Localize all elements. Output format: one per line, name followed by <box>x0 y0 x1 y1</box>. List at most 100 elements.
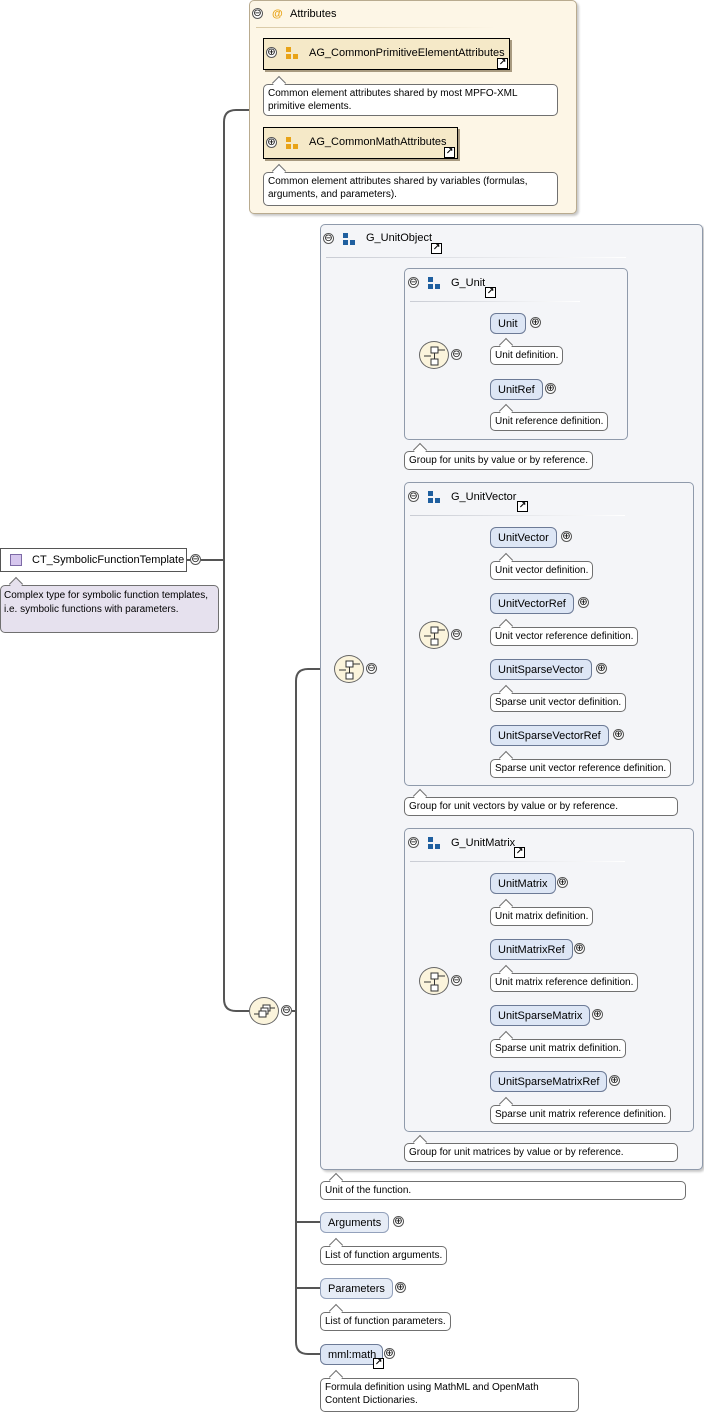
expand-attribute-group-button[interactable]: ⊕ <box>266 47 277 58</box>
element-documentation: Unit reference definition. <box>490 412 609 431</box>
group-separator <box>410 515 625 516</box>
expand-element-button[interactable]: ⊕ <box>613 729 624 740</box>
element-unit[interactable]: Unit <box>490 313 526 334</box>
group-documentation: Group for unit matrices by value or by r… <box>404 1143 678 1162</box>
expand-element-button[interactable]: ⊕ <box>530 317 541 328</box>
expand-element-button[interactable]: ⊕ <box>561 531 572 542</box>
expand-element-button[interactable]: ⊕ <box>545 383 556 394</box>
element-unit-ref[interactable]: UnitRef <box>490 379 543 400</box>
collapse-choice-button[interactable]: ⊖ <box>451 975 462 986</box>
collapse-choice-button[interactable]: ⊖ <box>451 349 462 360</box>
element-unit-sparse-matrix-ref[interactable]: UnitSparseMatrixRef <box>490 1071 608 1092</box>
root-type-name: CT_SymbolicFunctionTemplate <box>32 554 185 566</box>
link-icon[interactable]: ↗ <box>431 243 442 254</box>
element-documentation: Unit definition. <box>490 346 564 365</box>
group-separator <box>410 861 625 862</box>
expand-element-button[interactable]: ⊕ <box>574 943 585 954</box>
group-icon <box>428 277 440 289</box>
choice-icon <box>424 346 445 366</box>
attribute-group-name: AG_CommonPrimitiveElementAttributes <box>309 47 505 59</box>
attribute-group-common-primitive[interactable] <box>263 38 510 70</box>
group-name: G_UnitMatrix <box>451 837 516 849</box>
element-name: mml:math <box>328 1348 377 1361</box>
collapse-root-button[interactable]: ⊖ <box>190 554 201 565</box>
collapse-group-button[interactable]: ⊖ <box>408 277 419 288</box>
element-documentation: Unit matrix definition. <box>490 907 594 926</box>
expand-element-button[interactable]: ⊕ <box>393 1216 404 1227</box>
group-documentation: Group for unit vectors by value or by re… <box>404 797 678 816</box>
element-unit-sparse-vector-ref[interactable]: UnitSparseVectorRef <box>490 725 609 746</box>
collapse-group-button[interactable]: ⊖ <box>408 491 419 502</box>
element-unit-sparse-matrix[interactable]: UnitSparseMatrix <box>490 1005 591 1026</box>
collapse-group-button[interactable]: ⊖ <box>323 233 334 244</box>
expand-element-button[interactable]: ⊕ <box>384 1348 395 1359</box>
collapse-attributes-button[interactable]: ⊖ <box>252 8 263 19</box>
group-name: G_UnitVector <box>451 491 517 503</box>
group-documentation: Group for units by value or by reference… <box>404 451 593 470</box>
group-separator <box>410 301 580 302</box>
attribute-group-common-math[interactable] <box>263 127 458 159</box>
expand-element-button[interactable]: ⊕ <box>609 1075 620 1086</box>
expand-element-button[interactable]: ⊕ <box>578 597 589 608</box>
complex-type-icon <box>10 554 22 566</box>
group-name: G_Unit <box>451 277 486 289</box>
choice-compositor[interactable] <box>419 621 449 649</box>
element-unit-matrix[interactable]: UnitMatrix <box>490 873 556 894</box>
link-icon[interactable]: ↗ <box>444 147 455 158</box>
attributes-separator <box>256 27 496 28</box>
expand-element-button[interactable]: ⊕ <box>592 1009 603 1020</box>
collapse-group-button[interactable]: ⊖ <box>408 837 419 848</box>
link-icon[interactable]: ↗ <box>485 287 496 298</box>
collapse-choice-button[interactable]: ⊖ <box>366 663 377 674</box>
attribute-group-icon <box>286 137 298 149</box>
group-name: G_UnitObject <box>366 232 433 244</box>
choice-icon <box>424 972 445 992</box>
group-icon <box>428 837 440 849</box>
element-unit-vector[interactable]: UnitVector <box>490 527 557 548</box>
element-documentation: List of function arguments. <box>320 1246 448 1265</box>
collapse-choice-button[interactable]: ⊖ <box>451 629 462 640</box>
element-documentation: Sparse unit vector reference definition. <box>490 759 672 778</box>
element-documentation: Sparse unit matrix definition. <box>490 1039 627 1058</box>
group-icon <box>343 233 355 245</box>
element-documentation: Unit matrix reference definition. <box>490 973 639 992</box>
element-mml-math[interactable]: mml:math <box>320 1344 383 1365</box>
group-icon <box>428 491 440 503</box>
attribute-group-name: AG_CommonMathAttributes <box>309 136 447 148</box>
link-icon[interactable]: ↗ <box>514 847 525 858</box>
at-icon: @ <box>272 8 283 20</box>
attributes-title: Attributes <box>290 8 337 20</box>
choice-icon <box>424 626 445 646</box>
expand-element-button[interactable]: ⊕ <box>557 877 568 888</box>
element-unit-vector-ref[interactable]: UnitVectorRef <box>490 593 574 614</box>
element-unit-sparse-vector[interactable]: UnitSparseVector <box>490 659 592 680</box>
root-complex-type[interactable]: CT_SymbolicFunctionTemplate <box>0 548 187 572</box>
choice-icon <box>339 660 360 680</box>
element-documentation: List of function parameters. <box>320 1312 451 1331</box>
expand-element-button[interactable]: ⊕ <box>596 663 607 674</box>
attribute-group-documentation: Common element attributes shared by vari… <box>263 172 558 206</box>
element-parameters[interactable]: Parameters <box>320 1278 393 1299</box>
root-type-documentation: Complex type for symbolic function templ… <box>0 585 219 633</box>
link-icon[interactable]: ↗ <box>517 501 528 512</box>
attribute-group-icon <box>286 47 298 59</box>
attribute-group-documentation: Common element attributes shared by most… <box>263 84 558 116</box>
choice-compositor[interactable] <box>419 341 449 369</box>
element-unit-matrix-ref[interactable]: UnitMatrixRef <box>490 939 573 960</box>
group-unit-object-documentation: Unit of the function. <box>320 1181 686 1200</box>
sequence-compositor[interactable] <box>249 997 279 1025</box>
group-separator <box>326 257 626 258</box>
element-documentation: Formula definition using MathML and Open… <box>320 1378 579 1412</box>
link-icon[interactable]: ↗ <box>497 58 508 69</box>
link-icon[interactable]: ↗ <box>373 1358 384 1369</box>
choice-compositor[interactable] <box>419 967 449 995</box>
collapse-sequence-button[interactable]: ⊖ <box>281 1005 292 1016</box>
element-documentation: Unit vector reference definition. <box>490 627 639 646</box>
expand-element-button[interactable]: ⊕ <box>395 1282 406 1293</box>
sequence-icon <box>254 1004 275 1018</box>
expand-attribute-group-button[interactable]: ⊕ <box>266 137 277 148</box>
element-arguments[interactable]: Arguments <box>320 1212 390 1233</box>
element-documentation: Sparse unit matrix reference definition. <box>490 1105 672 1124</box>
element-documentation: Unit vector definition. <box>490 561 594 580</box>
choice-compositor[interactable] <box>334 655 364 683</box>
